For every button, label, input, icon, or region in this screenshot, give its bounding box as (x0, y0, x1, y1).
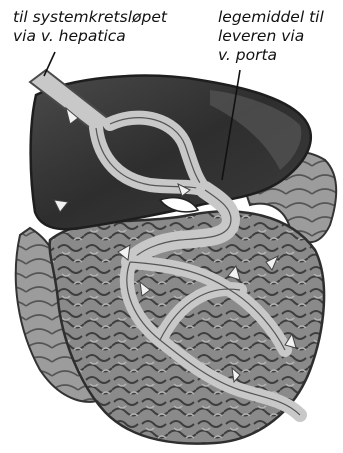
anatomy-illustration (0, 0, 343, 453)
diagram-first-pass-metabolism: til systemkretsløpet via v. hepatica leg… (0, 0, 343, 453)
